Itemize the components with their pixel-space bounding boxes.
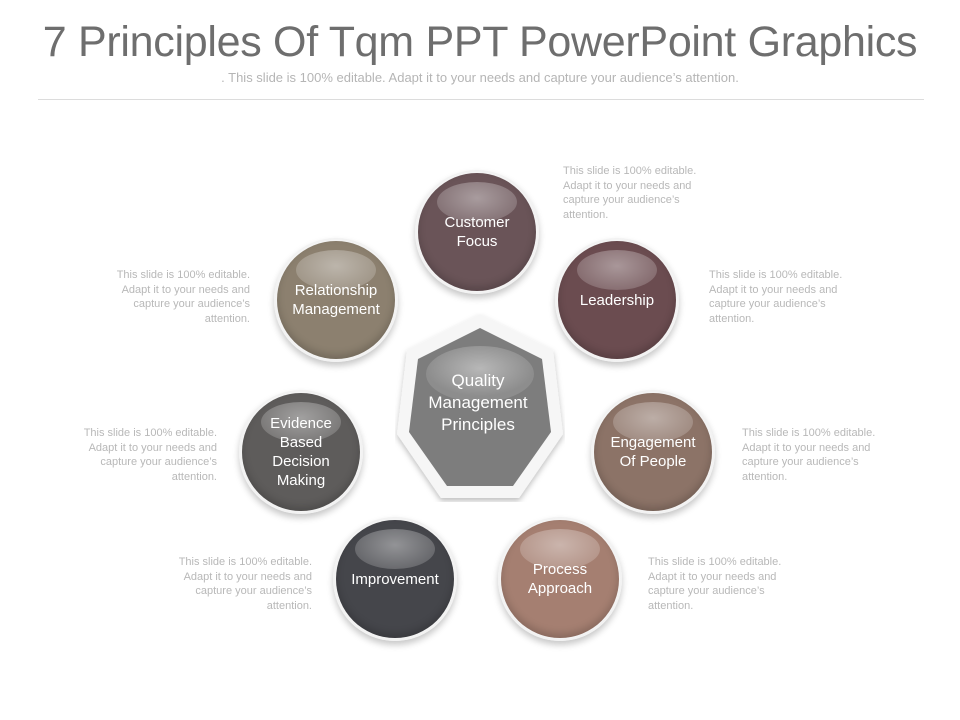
desc-improvement: This slide is 100% editable. Adapt it to…: [178, 556, 312, 612]
desc-engagement-of-people: This slide is 100% editable. Adapt it to…: [742, 427, 876, 483]
node-gloss: [355, 529, 435, 569]
node-disc: [418, 173, 536, 291]
node-disc: [501, 520, 619, 638]
desc-customer-focus: This slide is 100% editable. Adapt it to…: [563, 165, 697, 221]
node-gloss: [261, 402, 341, 442]
desc-relationship-management: This slide is 100% editable. Adapt it to…: [116, 269, 250, 325]
node-disc: [594, 393, 712, 511]
node-evidence-based-decision-making[interactable]: Evidence Based Decision Making: [239, 390, 363, 514]
node-improvement[interactable]: Improvement: [333, 517, 457, 641]
node-gloss: [437, 182, 517, 222]
node-disc: [277, 241, 395, 359]
node-label: Engagement Of People: [610, 434, 696, 470]
node-gloss: [520, 529, 600, 569]
node-gloss: [613, 402, 693, 442]
desc-process-approach: This slide is 100% editable. Adapt it to…: [648, 556, 782, 612]
node-label: Improvement: [351, 570, 439, 588]
node-label: Customer Focus: [444, 214, 510, 250]
desc-evidence-based-decision-making: This slide is 100% editable. Adapt it to…: [83, 427, 217, 483]
node-gloss: [296, 250, 376, 290]
node-label: Relationship Management: [292, 282, 380, 318]
slide-title: 7 Principles Of Tqm PPT PowerPoint Graph…: [42, 18, 918, 66]
node-disc: [558, 241, 676, 359]
center-heptagon[interactable]: [395, 312, 565, 502]
node-relationship-management[interactable]: Relationship Management: [274, 238, 398, 362]
node-process-approach[interactable]: Process Approach: [498, 517, 622, 641]
node-label: Process Approach: [527, 561, 593, 597]
node-disc: [242, 393, 360, 511]
title-divider: [38, 99, 924, 100]
node-engagement-of-people[interactable]: Engagement Of People: [591, 390, 715, 514]
center-label: Quality Management Principles: [428, 371, 528, 434]
desc-leadership: This slide is 100% editable. Adapt it to…: [709, 269, 843, 325]
center-heptagon-gloss: [426, 346, 534, 402]
node-leadership[interactable]: Leadership: [555, 238, 679, 362]
node-gloss: [577, 250, 657, 290]
node-disc: [336, 520, 454, 638]
node-label: Evidence Based Decision Making: [270, 415, 332, 489]
node-customer-focus[interactable]: Customer Focus: [415, 170, 539, 294]
slide-subtitle: . This slide is 100% editable. Adapt it …: [221, 70, 739, 85]
node-label: Leadership: [579, 291, 655, 309]
